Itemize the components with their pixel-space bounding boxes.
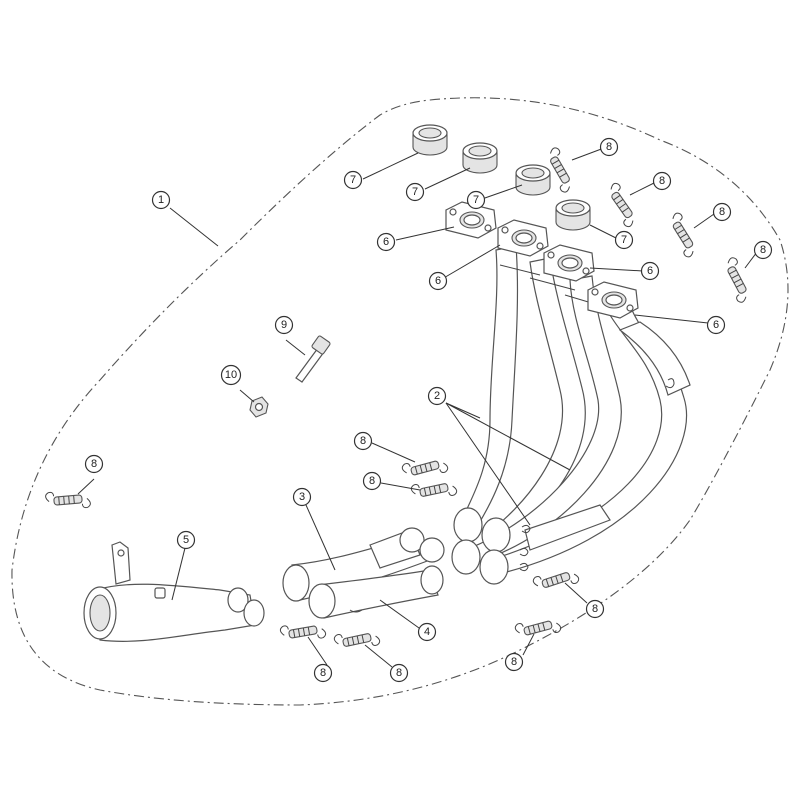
callout-part-4: 4 [417, 622, 437, 642]
svg-text:8: 8 [360, 435, 366, 447]
callout-part-9: 9 [274, 315, 294, 335]
svg-text:8: 8 [659, 175, 665, 187]
svg-text:8: 8 [320, 667, 326, 679]
callout-part-6: 6 [706, 315, 726, 335]
svg-text:8: 8 [719, 206, 725, 218]
callout-part-8: 8 [353, 431, 373, 451]
callout-part-8: 8 [652, 171, 672, 191]
svg-text:8: 8 [396, 667, 402, 679]
callout-part-8: 8 [753, 240, 773, 260]
leader-lines [77, 147, 758, 668]
callout-part-6: 6 [640, 261, 660, 281]
svg-text:8: 8 [511, 656, 517, 668]
callout-part-5: 5 [176, 530, 196, 550]
svg-text:6: 6 [435, 275, 441, 287]
callout-part-10: 10 [220, 364, 242, 386]
svg-text:2: 2 [434, 390, 440, 402]
svg-text:7: 7 [350, 174, 356, 186]
bolt [295, 335, 331, 383]
svg-text:1: 1 [158, 194, 164, 206]
svg-text:3: 3 [299, 491, 305, 503]
svg-text:8: 8 [91, 458, 97, 470]
callout-part-8: 8 [599, 137, 619, 157]
nut [249, 396, 269, 418]
header-pipes [451, 245, 691, 585]
svg-text:8: 8 [760, 244, 766, 256]
svg-text:10: 10 [225, 369, 237, 381]
callout-part-3: 3 [292, 487, 312, 507]
callout-part-6: 6 [376, 232, 396, 252]
svg-text:6: 6 [713, 319, 719, 331]
svg-text:7: 7 [621, 234, 627, 246]
callout-part-8: 8 [362, 471, 382, 491]
svg-text:8: 8 [369, 475, 375, 487]
callout-part-7: 7 [405, 182, 425, 202]
svg-text:5: 5 [183, 534, 189, 546]
callout-part-1: 1 [151, 190, 171, 210]
svg-text:4: 4 [424, 626, 430, 638]
callout-part-7: 7 [466, 190, 486, 210]
callout-part-7: 7 [614, 230, 634, 250]
callout-part-6: 6 [428, 271, 448, 291]
callout-part-2: 2 [427, 386, 447, 406]
svg-text:9: 9 [281, 319, 287, 331]
svg-text:8: 8 [592, 603, 598, 615]
callout-part-8: 8 [389, 663, 409, 683]
callout-part-8: 8 [585, 599, 605, 619]
svg-text:8: 8 [606, 141, 612, 153]
callout-part-8: 8 [712, 202, 732, 222]
callout-part-7: 7 [343, 170, 363, 190]
callout-part-8: 8 [504, 652, 524, 672]
callout-part-8: 8 [84, 454, 104, 474]
svg-text:7: 7 [473, 194, 479, 206]
svg-text:7: 7 [412, 186, 418, 198]
svg-text:6: 6 [383, 236, 389, 248]
collector [83, 541, 265, 642]
svg-text:6: 6 [647, 265, 653, 277]
kit-boundary [11, 97, 789, 706]
mid-pipe [308, 565, 444, 619]
callout-part-8: 8 [313, 663, 333, 683]
